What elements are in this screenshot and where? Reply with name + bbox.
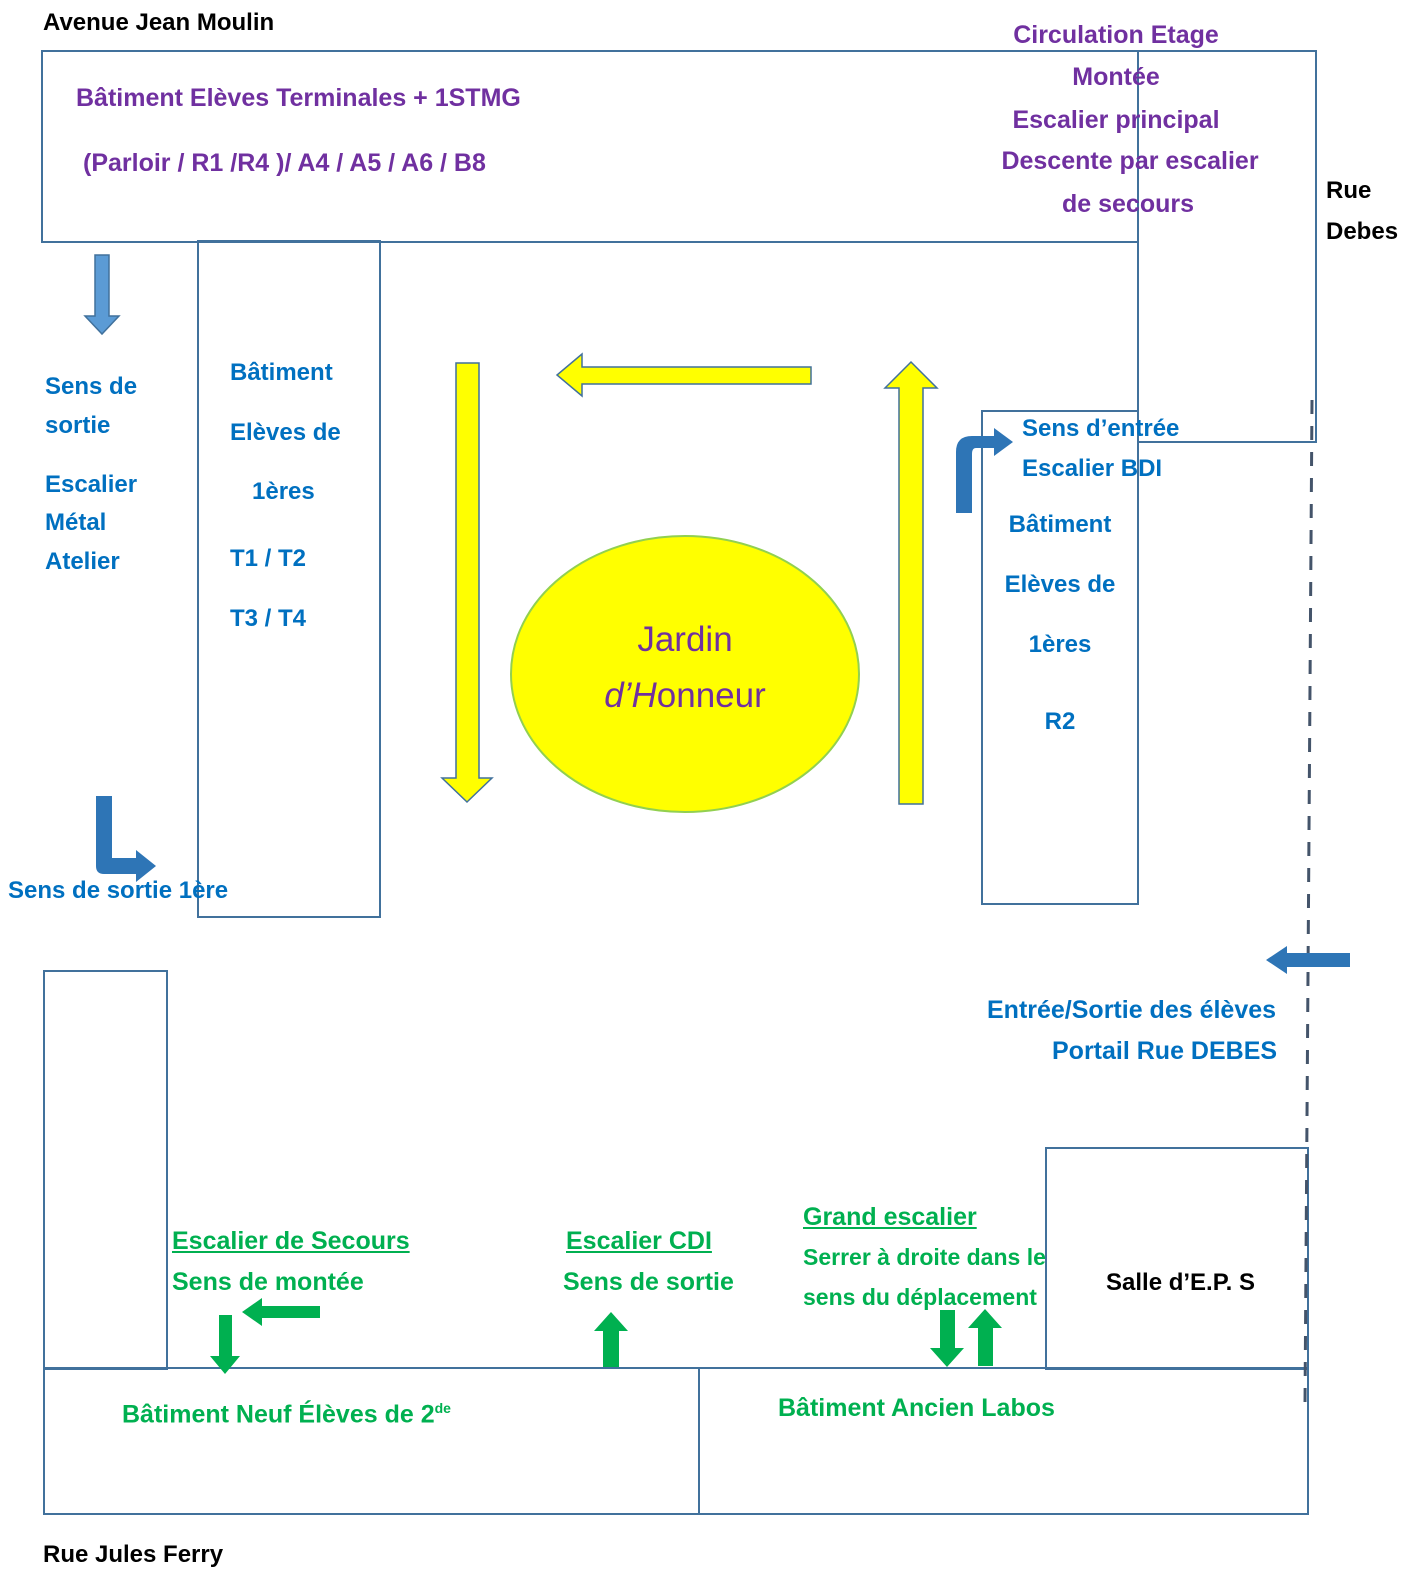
new-building-label-text: Bâtiment Neuf Élèves de 2 [122, 1400, 435, 1429]
new-building-outline [43, 1367, 700, 1515]
left-building-outline [197, 240, 381, 918]
left-building-line-5: T3 / T4 [230, 605, 307, 632]
yellow-arrow-down [440, 362, 494, 804]
street-north-label: Avenue Jean Moulin [43, 9, 275, 36]
garden-label: Jardin d’Honneur [513, 612, 857, 724]
top-building-outline [41, 50, 1139, 243]
stairs-secours-sub: Sens de montée [172, 1268, 364, 1296]
entry-bdi-line-2: Escalier BDI [1022, 455, 1163, 482]
street-east-label-2: Debes [1326, 218, 1399, 245]
circulation-line-2: Montée [1072, 63, 1160, 91]
grand-escalier-line-1: Serrer à droite dans le [803, 1244, 1046, 1270]
old-building-outline [698, 1367, 1309, 1515]
stairs-cdi-sub: Sens de sortie [563, 1268, 734, 1296]
exit-west-line-5: Atelier [45, 548, 120, 575]
left-building-line-2: Elèves de [230, 419, 341, 446]
yellow-arrow-left [555, 352, 812, 398]
new-building-label-sup: de [434, 1400, 451, 1416]
old-building-label: Bâtiment Ancien Labos [778, 1394, 1055, 1422]
gym-outline [1045, 1147, 1309, 1370]
right-building-line-1: Bâtiment [1008, 511, 1112, 538]
secours-left-arrow-icon [242, 1298, 320, 1326]
gate-left-arrow-icon [1266, 946, 1350, 974]
garden-ellipse [510, 535, 860, 813]
gate-line-1: Entrée/Sortie des élèves [987, 996, 1277, 1024]
yellow-arrow-up [883, 360, 939, 805]
cdi-up-arrow-icon [594, 1312, 628, 1367]
top-building-rooms: (Parloir / R1 /R4 )/ A4 / A5 / A6 / B8 [83, 149, 486, 177]
exit-west-line-1: Sens de [45, 373, 138, 400]
circulation-line-3: Escalier principal [1012, 106, 1220, 134]
top-building-title: Bâtiment Elèves Terminales + 1STMG [76, 84, 521, 112]
new-building-label: Bâtiment Neuf Élèves de 2de [122, 1393, 451, 1429]
grand-escalier-up-arrow-icon [968, 1309, 1002, 1366]
street-south-label: Rue Jules Ferry [43, 1541, 224, 1568]
left-building-line-4: T1 / T2 [230, 545, 307, 572]
gym-label: Salle d’E.P. S [1106, 1269, 1255, 1296]
right-building-line-3: 1ères [1028, 631, 1092, 658]
circulation-line-4: Descente par escalier [1001, 147, 1259, 175]
grand-escalier-title: Grand escalier [803, 1203, 977, 1231]
gate-dashed-boundary [1303, 399, 1314, 1406]
exit-west-line-4: Métal [45, 509, 107, 536]
exit-1ere-label: Sens de sortie 1ère [8, 877, 229, 904]
right-building-line-2: Elèves de [1004, 571, 1116, 598]
garden-line-2: d’Honneur [513, 668, 857, 724]
annex-outline [1137, 50, 1317, 443]
garden-line-2-italic: d’H [604, 676, 657, 715]
stairs-secours-title: Escalier de Secours [172, 1227, 410, 1255]
exit-west-line-2: sortie [45, 412, 111, 439]
grand-escalier-down-arrow-icon [930, 1310, 964, 1367]
entry-bdi-line-1: Sens d’entrée [1022, 415, 1180, 442]
right-building-line-4: R2 [1044, 708, 1076, 735]
garden-line-1: Jardin [637, 620, 733, 659]
circulation-line-5: de secours [1061, 190, 1194, 218]
street-east-label-1: Rue [1326, 177, 1372, 204]
entry-bdi-turn-arrow-icon [956, 428, 1013, 513]
circulation-title: Circulation Etage [1013, 21, 1219, 49]
bottom-left-building-outline [43, 970, 168, 1370]
left-building-line-3: 1ères [252, 478, 315, 505]
grand-escalier-line-2: sens du déplacement [803, 1284, 1037, 1310]
left-building-line-1: Bâtiment [230, 359, 333, 386]
exit-west-down-arrow-icon [83, 254, 121, 336]
secours-down-arrow-icon [210, 1315, 240, 1374]
stairs-cdi-title: Escalier CDI [566, 1227, 712, 1255]
right-building-outline [981, 410, 1139, 905]
garden-line-2-rest: onneur [656, 676, 766, 715]
exit-west-line-3: Escalier [45, 471, 138, 498]
gate-line-2: Portail Rue DEBES [1052, 1037, 1278, 1065]
exit-1ere-turn-arrow-icon [96, 796, 156, 882]
